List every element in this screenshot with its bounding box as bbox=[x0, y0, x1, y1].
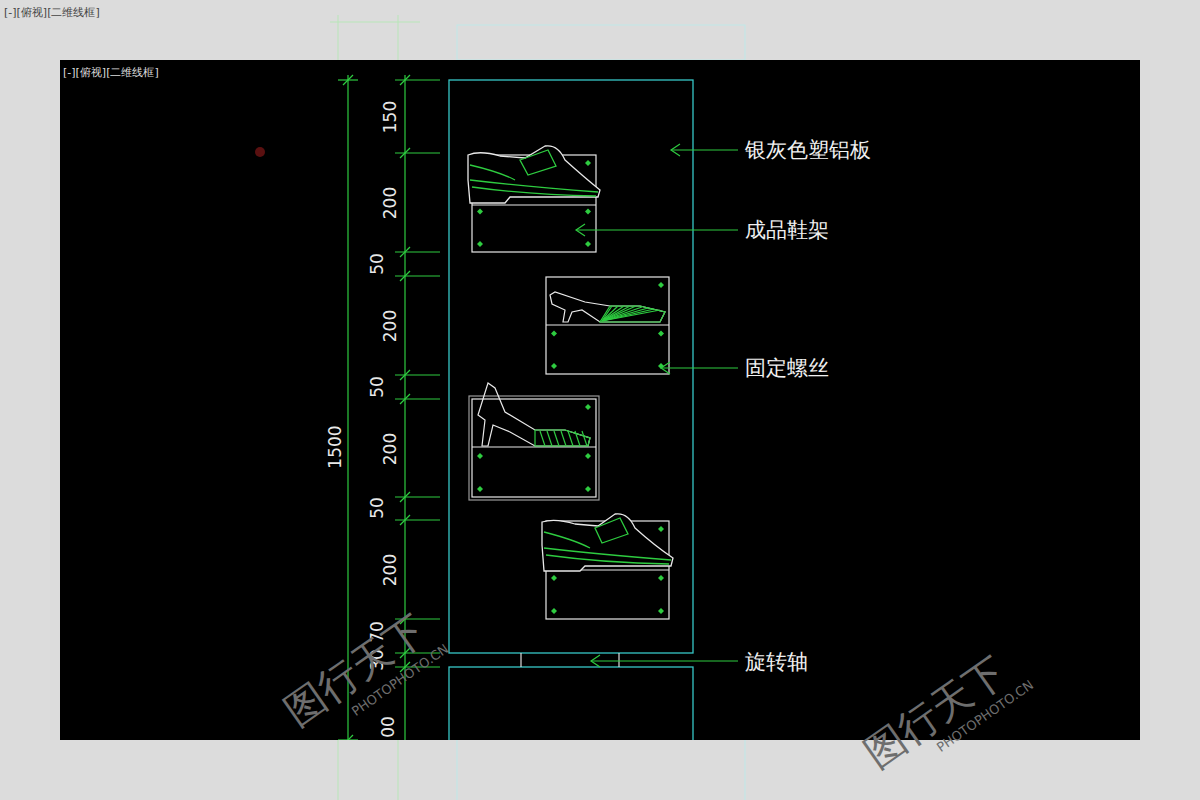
overall-dimension: 1500 bbox=[327, 425, 344, 468]
dimension-tick bbox=[395, 152, 440, 153]
screw-dot bbox=[551, 363, 557, 369]
screw-dot bbox=[477, 241, 483, 247]
dimension-slash bbox=[400, 394, 410, 404]
screw-dot bbox=[551, 331, 557, 337]
screw-dot bbox=[477, 209, 483, 215]
loafer-shoe bbox=[542, 514, 673, 571]
viewport-label: [-][俯视][二维线框] bbox=[63, 67, 159, 78]
screw-dot bbox=[477, 453, 483, 459]
dimension-slash bbox=[343, 75, 353, 85]
callout-label: 旋转轴 bbox=[745, 652, 808, 673]
dimension-tick bbox=[395, 251, 440, 252]
strap-line bbox=[582, 431, 587, 446]
screw-dot bbox=[658, 608, 664, 614]
dimension-tick bbox=[395, 496, 440, 497]
dimension-slash bbox=[343, 735, 353, 740]
dimension-text: 50 bbox=[369, 376, 386, 398]
screw-dot bbox=[551, 608, 557, 614]
dimension-text: 50 bbox=[369, 497, 386, 519]
screw-dot bbox=[551, 575, 557, 581]
mule-shoe bbox=[550, 292, 665, 322]
dimension-slash bbox=[400, 271, 410, 281]
dimension-slash bbox=[400, 247, 410, 257]
stray-mark bbox=[255, 147, 265, 157]
screw-dot bbox=[477, 486, 483, 492]
lower-panel bbox=[449, 667, 693, 740]
heel-shoe bbox=[478, 383, 590, 446]
aluminium-panel bbox=[449, 80, 693, 653]
dimension-slash bbox=[400, 492, 410, 502]
dimension-tick bbox=[395, 275, 440, 276]
callout-label: 成品鞋架 bbox=[745, 220, 829, 241]
dimension-slash bbox=[400, 370, 410, 380]
dimension-tick bbox=[395, 79, 440, 80]
screw-dot bbox=[658, 526, 664, 532]
screw-dot bbox=[585, 453, 591, 459]
viewport-label: [-][俯视][二维线框] bbox=[4, 7, 100, 18]
strap-line bbox=[568, 431, 573, 446]
strap-line bbox=[547, 431, 552, 446]
screw-dot bbox=[658, 331, 664, 337]
dimension-tick bbox=[395, 519, 440, 520]
screw-dot bbox=[585, 241, 591, 247]
cad-viewport bbox=[60, 60, 1140, 740]
loafer-shoe bbox=[468, 146, 600, 203]
dimension-text: 200 bbox=[382, 433, 399, 465]
dimension-text: 00 bbox=[380, 716, 397, 738]
dimension-slash bbox=[400, 148, 410, 158]
screw-dot bbox=[585, 209, 591, 215]
strap-line bbox=[602, 310, 660, 321]
screw-dot bbox=[585, 486, 591, 492]
dimension-text: 50 bbox=[369, 253, 386, 275]
callout-label: 固定螺丝 bbox=[745, 358, 829, 379]
dimension-text: 200 bbox=[382, 187, 399, 219]
screw-dot bbox=[585, 160, 591, 166]
screw-dot bbox=[585, 404, 591, 410]
dimension-text: 150 bbox=[382, 101, 399, 133]
dimension-slash bbox=[400, 515, 410, 525]
strap-line bbox=[540, 431, 545, 446]
dimension-slash bbox=[400, 75, 410, 85]
screw-dot bbox=[658, 575, 664, 581]
strap-line bbox=[554, 431, 559, 446]
screw-dot bbox=[658, 282, 664, 288]
leader-lines bbox=[576, 144, 738, 667]
dimension-tick bbox=[395, 398, 440, 399]
dimension-tick bbox=[395, 374, 440, 375]
strap-line bbox=[575, 431, 580, 446]
dimension-text: 200 bbox=[382, 310, 399, 342]
rotation-axis bbox=[521, 653, 619, 667]
strap-line bbox=[561, 431, 566, 446]
callout-label: 银灰色塑铝板 bbox=[745, 140, 871, 161]
dimension-text: 200 bbox=[382, 554, 399, 586]
